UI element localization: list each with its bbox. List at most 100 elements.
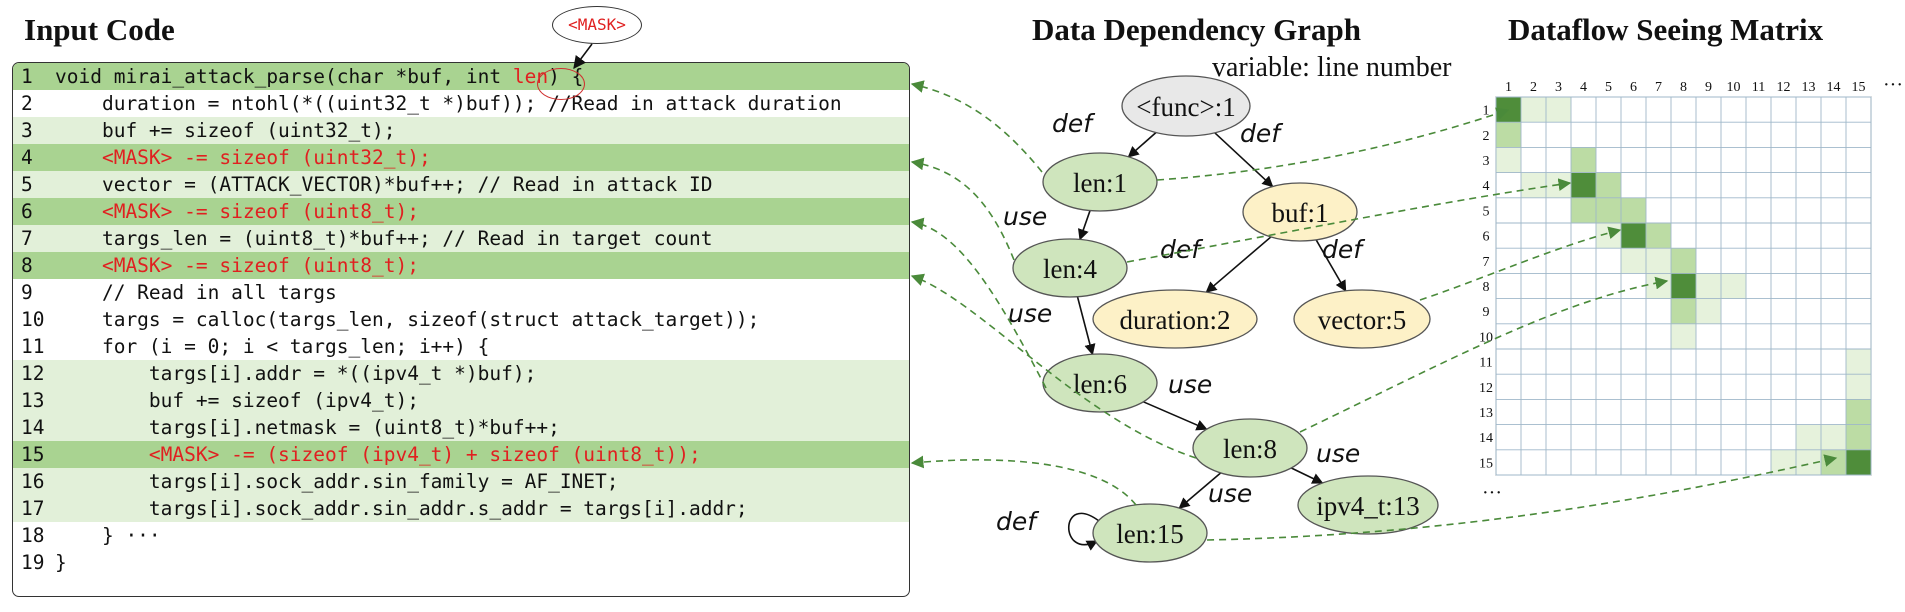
line-number: 9 (21, 281, 33, 304)
node-duration2 (1092, 289, 1258, 349)
node-buf1 (1242, 182, 1358, 242)
node-len4 (1012, 238, 1128, 298)
code-text: targs = calloc(targs_len, sizeof(struct … (55, 308, 760, 331)
code-text: // Read in all targs (55, 281, 337, 304)
matrix-col-label: 10 (1727, 80, 1741, 95)
line-number: 4 (21, 146, 33, 169)
code-line-17: 17 targs[i].sock_addr.sin_addr.s_addr = … (13, 495, 909, 522)
matrix-col-label: 3 (1555, 80, 1562, 95)
node-label-len15: len:15 (1116, 519, 1184, 549)
matrix-cell (1846, 399, 1871, 425)
mask-bubble: <MASK> (552, 6, 642, 44)
matrix-row-label: 6 (1483, 230, 1490, 245)
arrow-len4-to-line4 (910, 157, 1015, 261)
edge-label-func-len1: def (1052, 109, 1095, 138)
edge-label-len15-len15: def (996, 507, 1039, 536)
code-line-9: 9 // Read in all targs (13, 279, 909, 306)
matrix-col-label: 12 (1777, 80, 1791, 95)
matrix-cell (1771, 449, 1796, 475)
matrix-row-label: 1 (1483, 104, 1490, 119)
code-line-14: 14 targs[i].netmask = (uint8_t)*buf++; (13, 414, 909, 441)
matrix-cell (1846, 424, 1871, 450)
edge-label-len8-ipv4: use (1316, 439, 1360, 468)
node-label-len1: len:1 (1073, 168, 1127, 198)
matrix-col-label: 1 (1505, 80, 1512, 95)
edge-label-len1-len4: use (1003, 202, 1047, 231)
matrix-cell (1496, 122, 1521, 148)
input-code-title: Input Code (24, 12, 175, 47)
line-number: 15 (21, 443, 45, 466)
node-label-len4: len:4 (1043, 254, 1097, 284)
matrix-cell (1621, 223, 1646, 249)
code-line-15: 15 <MASK> -= (sizeof (ipv4_t) + sizeof (… (13, 441, 909, 468)
arrow-len8-to-cell8 (1299, 276, 1669, 433)
code-text: targs[i].netmask = (uint8_t)*buf++; (55, 416, 560, 439)
matrix-row-label: 15 (1479, 456, 1493, 471)
matrix-col-label: 5 (1605, 80, 1612, 95)
code-line-2: 2 duration = ntohl(*((uint32_t *)buf)); … (13, 90, 909, 117)
matrix-col-label: 11 (1752, 80, 1765, 95)
node-label-func: <func>:1 (1136, 92, 1235, 122)
matrix-cell (1671, 273, 1696, 299)
edge-len6-len8 (1143, 401, 1208, 431)
code-line-3: 3 buf += sizeof (uint32_t); (13, 117, 909, 144)
matrix-cell (1671, 248, 1696, 274)
code-line-10: 10 targs = calloc(targs_len, sizeof(stru… (13, 306, 909, 333)
code-text: buf += sizeof (ipv4_t); (55, 389, 419, 412)
matrix-cell (1521, 172, 1546, 198)
matrix-cell (1621, 248, 1646, 274)
matrix-cell (1796, 424, 1821, 450)
code-line-18: 18 } ··· (13, 522, 909, 549)
arrow-len8-to-line8 (910, 273, 1197, 459)
matrix-row-label: 9 (1483, 305, 1490, 320)
arrow-vector5-to-cell6 (1419, 226, 1622, 301)
matrix-col-label: 4 (1580, 80, 1587, 95)
matrix-cell (1646, 223, 1671, 249)
matrix-cell (1671, 298, 1696, 324)
matrix-cell (1571, 147, 1596, 173)
code-line-11: 11 for (i = 0; i < targs_len; i++) { (13, 333, 909, 360)
node-len1 (1042, 152, 1158, 212)
matrix-cell (1846, 449, 1871, 475)
code-line-16: 16 targs[i].sock_addr.sin_family = AF_IN… (13, 468, 909, 495)
line-number: 19 (21, 551, 45, 574)
matrix-cell (1846, 349, 1871, 375)
matrix-row-label: 4 (1483, 179, 1490, 194)
edge-label-buf1-vector5: def (1322, 235, 1365, 264)
code-line-13: 13 buf += sizeof (ipv4_t); (13, 387, 909, 414)
matrix-cell (1571, 197, 1596, 223)
code-text: } (55, 551, 67, 574)
matrix-col-label: 7 (1655, 80, 1662, 95)
code-text: duration = ntohl(*((uint32_t *)buf)); //… (55, 92, 842, 115)
matrix-cell (1671, 323, 1696, 349)
edge-label-func-buf1: def (1240, 119, 1283, 148)
matrix-row-ellipsis: ··· (1482, 482, 1502, 504)
matrix-row-label: 2 (1483, 129, 1490, 144)
arrow-len1-to-cell1 (1156, 107, 1510, 181)
node-label-duration2: duration:2 (1120, 305, 1231, 335)
code-text: targs_len = (uint8_t)*buf++; // Read in … (55, 227, 713, 250)
code-text: targs[i].addr = *((ipv4_t *)buf); (55, 362, 537, 385)
matrix-cell (1496, 147, 1521, 173)
edge-len8-len15 (1178, 472, 1222, 509)
matrix-cell (1846, 374, 1871, 400)
node-label-buf1: buf:1 (1272, 198, 1329, 228)
line-number: 17 (21, 497, 45, 520)
matrix-title: Dataflow Seeing Matrix (1508, 12, 1824, 47)
node-label-ipv4: ipv4_t:13 (1316, 491, 1420, 521)
matrix-cell (1571, 172, 1596, 198)
edge-len8-ipv4 (1290, 467, 1324, 484)
code-text: targs[i].sock_addr.sin_family = AF_INET; (55, 470, 619, 493)
matrix-cell (1646, 248, 1671, 274)
line-number: 11 (21, 335, 45, 358)
code-line-5: 5 vector = (ATTACK_VECTOR)*buf++; // Rea… (13, 171, 909, 198)
matrix-col-label: 8 (1680, 80, 1687, 95)
edge-buf1-vector5 (1315, 239, 1347, 292)
matrix-cell (1696, 273, 1721, 299)
matrix-row-label: 14 (1479, 431, 1493, 446)
code-line-7: 7 targs_len = (uint8_t)*buf++; // Read i… (13, 225, 909, 252)
node-label-len6: len:6 (1073, 369, 1127, 399)
code-line-6: 6 <MASK> -= sizeof (uint8_t); (13, 198, 909, 225)
